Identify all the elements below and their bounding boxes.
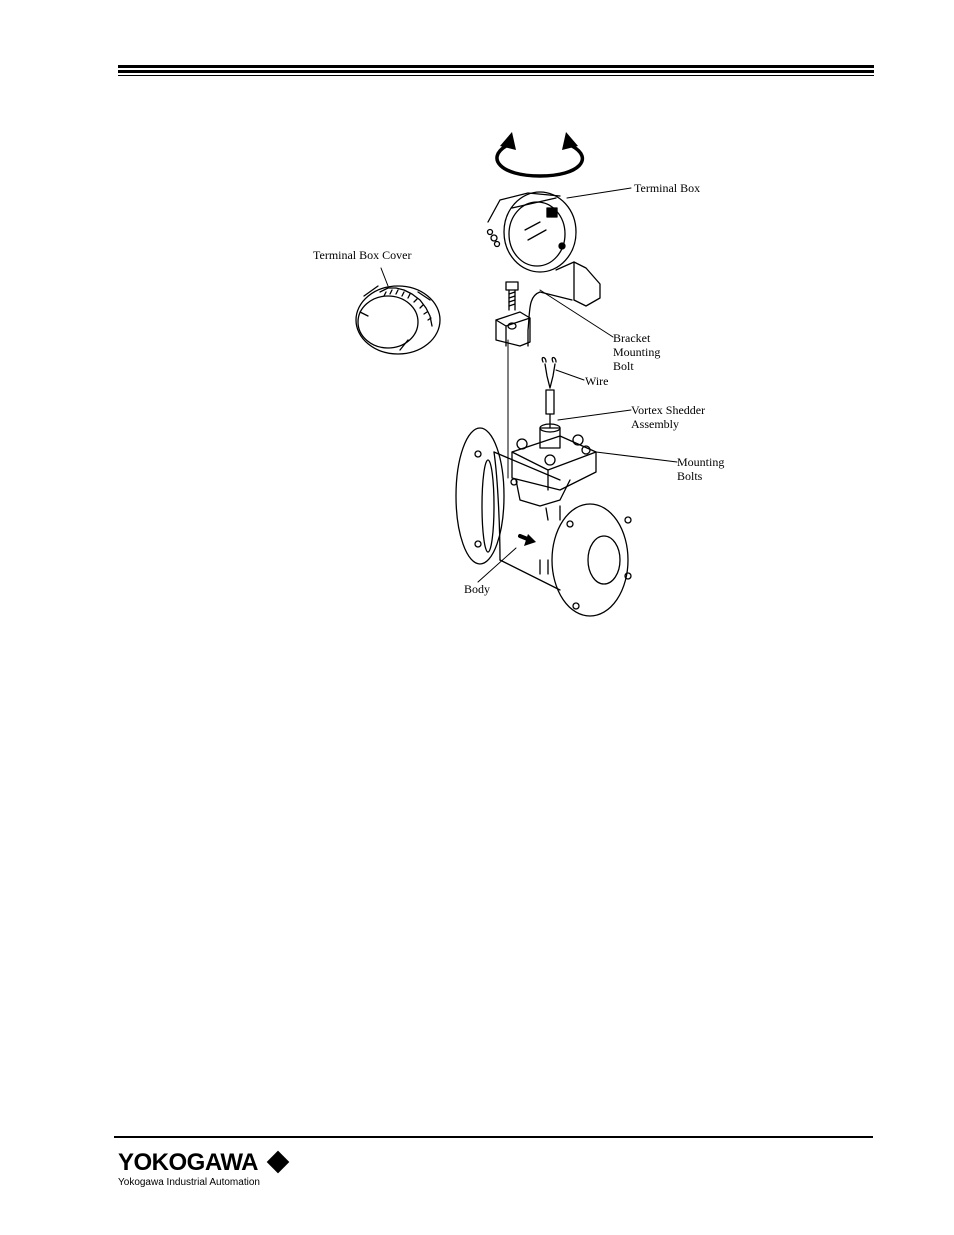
vortex-shedder-assembly [540,358,560,449]
label-body: Body [464,582,490,596]
label-wire: Wire [585,374,609,388]
bracket-mounting-bolt [506,282,518,310]
footer-rule [114,1136,873,1138]
logo-subtitle: Yokogawa Industrial Automation [118,1177,260,1189]
label-bracket-mounting-bolt: Bracket Mounting Bolt [613,331,660,373]
label-terminal-box: Terminal Box [634,181,700,195]
label-mounting-bolts: Mounting Bolts [677,455,724,483]
logo-wordmark: YOKOGAWA [118,1150,258,1176]
bracket [496,262,600,346]
label-terminal-box-cover: Terminal Box Cover [313,248,411,262]
label-vortex-shedder-assembly: Vortex Shedder Assembly [631,403,705,431]
leader-lines [381,188,677,582]
yokogawa-logo: YOKOGAWA [118,1150,286,1176]
diamond-icon [267,1151,290,1174]
rotation-arrow-icon [497,132,582,176]
terminal-box-cover [356,286,440,354]
terminal-box [488,192,577,272]
